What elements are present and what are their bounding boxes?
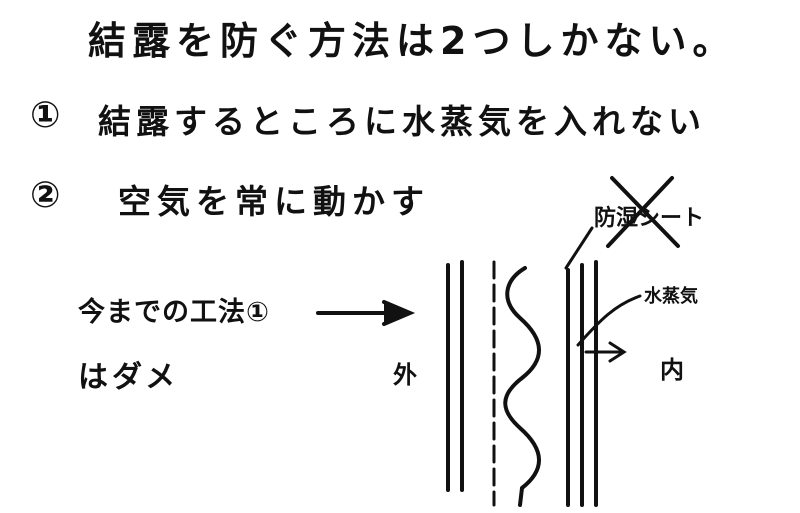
inside-arrow-head	[608, 341, 627, 363]
sheet-leader-line	[564, 226, 594, 270]
outside-label: 外	[393, 361, 419, 389]
insulation-wave	[503, 266, 541, 507]
sheet-cross-out-2	[606, 176, 674, 248]
vapor-leader-line	[576, 294, 642, 347]
method-2-number: ②	[30, 175, 63, 216]
conventional-method-line2: はダメ	[78, 360, 180, 395]
page-title: 結露を防ぐ方法は2つしかない。	[88, 19, 737, 63]
method-2-text: 空気を常に動かす	[118, 182, 430, 221]
inside-label: 内	[660, 356, 686, 384]
method-1-number: ①	[30, 95, 63, 136]
method-1-text: 結露するところに水蒸気を入れない	[98, 102, 706, 141]
sheet-cross-out-1	[610, 176, 680, 248]
water-vapor-label: 水蒸気	[644, 286, 698, 307]
pointer-arrow-head	[382, 300, 416, 326]
conventional-method-line1: 今までの工法①	[78, 297, 270, 328]
